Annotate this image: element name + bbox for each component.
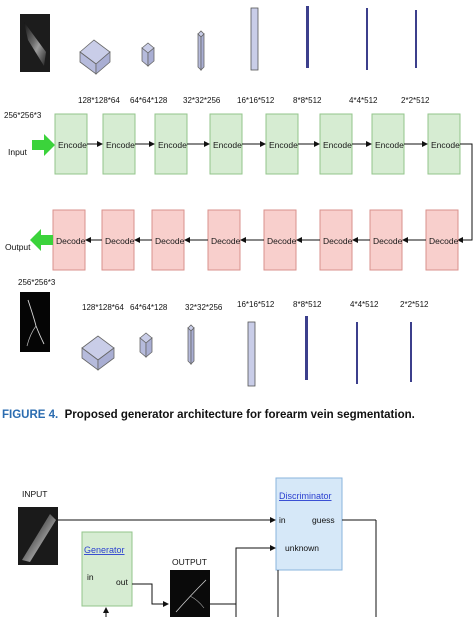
dec-dim-6: 4*4*512 [350,300,379,309]
encoder-tensor-glyphs [79,6,417,75]
generator-block: Generator in out [81,531,133,607]
decode-block-7: Decode [369,209,403,271]
svg-text:Decode: Decode [267,236,297,246]
gan-output-image [170,570,210,617]
svg-text:Encode: Encode [213,140,242,150]
tensor-4-icon [356,322,358,384]
enc-dim-2: 64*64*128 [130,96,168,105]
svg-text:Encode: Encode [431,140,460,150]
input-green-arrow [32,134,55,156]
decode-block-6: Decode [319,209,353,271]
figure-caption: FIGURE 4. Proposed generator architectur… [2,408,470,422]
svg-text:Decode: Decode [323,236,353,246]
tensor-32-icon [187,324,195,365]
encoder-row: Encode Encode Encode Encode Encode Encod… [54,113,461,175]
svg-text:Decode: Decode [373,236,403,246]
discriminator-unknown-port: unknown [285,543,319,553]
decode-block-5: Decode [263,209,297,271]
svg-text:Decode: Decode [105,236,135,246]
output-size-label: 256*256*3 [18,278,56,287]
enc-dim-3: 32*32*256 [183,96,221,105]
tensor-64-icon [141,42,155,67]
svg-text:Decode: Decode [155,236,185,246]
tensor-8-icon [306,6,309,68]
encode-block-1: Encode [54,113,88,175]
dec-dim-1: 128*128*64 [82,303,124,312]
decode-block-2: Decode [101,209,135,271]
dec-dim-5: 8*8*512 [293,300,322,309]
discriminator-block: Discriminator in guess unknown [275,477,343,571]
output-green-arrow [30,229,53,251]
encode-block-8: Encode [427,113,461,175]
gan-input-label: INPUT [22,489,48,499]
tensor-16-icon [250,7,259,71]
discriminator-guess-port: guess [312,515,335,525]
generator-in-port: in [87,572,94,582]
dec-dim-4: 16*16*512 [237,300,275,309]
tensor-128-icon [79,39,111,75]
tensor-8-icon [305,316,308,380]
decoder-dim-labels: 128*128*64 64*64*128 32*32*256 16*16*512… [82,300,429,312]
tensor-2-icon [410,322,412,382]
generator-out-port: out [116,577,128,587]
dec-dim-7: 2*2*512 [400,300,429,309]
input-label: Input [8,147,28,157]
caption-text: Proposed generator architecture for fore… [64,409,415,421]
svg-text:Encode: Encode [375,140,404,150]
output-label: Output [5,242,31,252]
tensor-4-icon [366,8,368,70]
encode-block-3: Encode [154,113,188,175]
svg-text:Encode: Encode [269,140,298,150]
encode-block-7: Encode [371,113,405,175]
svg-text:Encode: Encode [323,140,352,150]
tensor-32-icon [197,30,205,71]
decode-block-4: Decode [207,209,241,271]
encoder-arrows [87,141,473,243]
enc-dim-5: 8*8*512 [293,96,322,105]
discriminator-in-port: in [279,515,286,525]
svg-text:Encode: Encode [58,140,87,150]
gan-input-image [18,507,58,565]
input-vein-image [20,14,50,72]
decode-block-8: Decode [425,209,459,271]
svg-text:Decode: Decode [211,236,241,246]
enc-dim-7: 2*2*512 [401,96,430,105]
svg-text:Decode: Decode [429,236,459,246]
dec-dim-3: 32*32*256 [185,303,223,312]
tensor-2-icon [415,10,417,68]
enc-dim-4: 16*16*512 [237,96,275,105]
tensor-16-icon [247,321,256,387]
dec-dim-2: 64*64*128 [130,303,168,312]
encode-block-5: Encode [265,113,299,175]
caption-prefix: FIGURE 4. [2,409,59,421]
decoder-row: Decode Decode Decode Decode Decode Decod… [52,209,459,271]
decode-block-3: Decode [151,209,185,271]
svg-text:Encode: Encode [106,140,135,150]
encode-block-2: Encode [102,113,136,175]
svg-text:Decode: Decode [56,236,86,246]
gan-connections [58,517,377,617]
decode-block-1: Decode [52,209,86,271]
tensor-64-icon [139,332,153,358]
encode-block-6: Encode [319,113,353,175]
enc-dim-1: 128*128*64 [78,96,120,105]
input-size-label: 256*256*3 [4,111,42,120]
output-vein-image [20,292,50,352]
generator-title: Generator [84,545,125,555]
encoder-dim-labels: 256*256*3 128*128*64 64*64*128 32*32*256… [4,96,430,120]
svg-text:Encode: Encode [158,140,187,150]
enc-dim-6: 4*4*512 [349,96,378,105]
encode-block-4: Encode [209,113,243,175]
decoder-tensor-glyphs [81,316,412,387]
discriminator-title: Discriminator [279,491,332,501]
tensor-128-icon [81,335,115,371]
gan-output-label: OUTPUT [172,557,207,567]
